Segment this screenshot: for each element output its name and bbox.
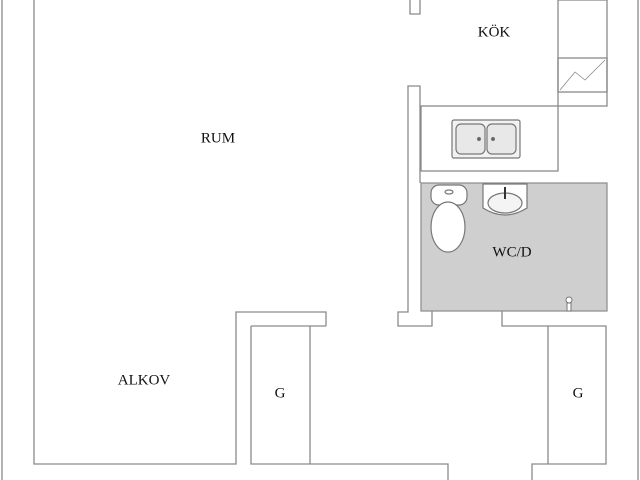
floor-drain-icon xyxy=(565,296,573,312)
kitchen-top-wall xyxy=(409,0,421,15)
room-label-wc: WC/D xyxy=(492,244,532,261)
room-label-closet-left: G xyxy=(274,385,286,402)
stove-symbol xyxy=(559,59,606,91)
corridor-wall-left xyxy=(250,326,449,480)
kitchen-counter xyxy=(420,105,559,172)
corridor-wall-right xyxy=(501,311,607,480)
kitchen-partition-wall xyxy=(397,85,433,327)
alkov-wall xyxy=(33,0,327,465)
double-sink-icon xyxy=(451,119,521,159)
stove xyxy=(557,57,608,93)
room-label-closet-right: G xyxy=(572,385,584,402)
room-label-alkov: ALKOV xyxy=(117,372,171,389)
toilet-icon xyxy=(430,184,468,253)
room-label-rum: RUM xyxy=(200,130,236,147)
kitchen-cabinets xyxy=(557,0,608,107)
washbasin-icon xyxy=(482,183,528,216)
room-label-kok: KÖK xyxy=(477,24,511,41)
